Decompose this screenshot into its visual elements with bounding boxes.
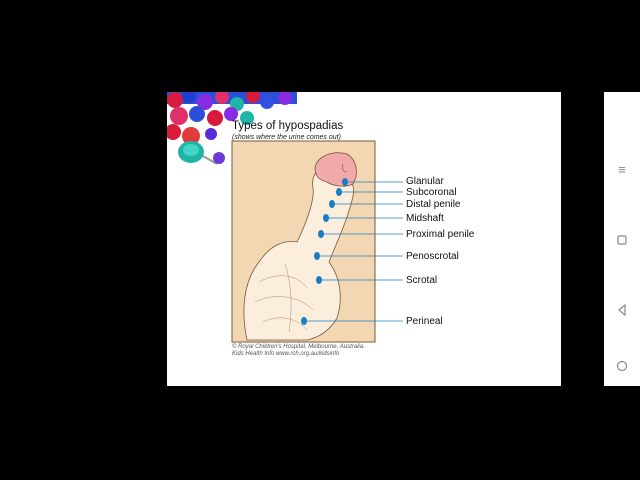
leader-lines (305, 181, 403, 322)
label-proximal-penile: Proximal penile (406, 229, 475, 240)
square-icon[interactable] (614, 232, 630, 248)
label-distal-penile: Distal penile (406, 199, 461, 210)
label-midshaft: Midshaft (406, 213, 444, 224)
back-triangle-icon[interactable] (614, 302, 630, 318)
urine-opening-dots (301, 178, 348, 325)
navigation-panel: ≡ (604, 92, 640, 386)
dot-subcoronal (336, 188, 342, 196)
credit-line-1: © Royal Children's Hospital, Melbourne, … (232, 344, 365, 350)
label-scrotal: Scrotal (406, 275, 438, 286)
label-subcoronal: Subcoronal (406, 187, 457, 198)
slide-title: Types of hypospadias (232, 120, 344, 132)
dot-distal-penile (329, 200, 335, 208)
slide-subtitle: (shows where the urine comes out) (232, 134, 341, 141)
home-circle-icon[interactable] (614, 358, 630, 374)
glans (314, 152, 357, 187)
credit-line-2: Kids Health Info www.rch.org.au/kidsinfo (232, 351, 340, 357)
dot-scrotal (316, 276, 322, 284)
menu-icon[interactable]: ≡ (618, 162, 626, 177)
dot-perineal (301, 317, 307, 325)
label-perineal: Perineal (406, 316, 443, 327)
push-pins-image (167, 92, 297, 165)
label-glanular: Glanular (406, 176, 444, 187)
dot-proximal-penile (318, 230, 324, 238)
hypospadias-diagram (167, 92, 403, 343)
label-penoscrotal: Penoscrotal (406, 251, 459, 262)
slide: Types of hypospadias (shows where the ur… (167, 92, 561, 386)
dot-penoscrotal (314, 252, 320, 260)
dot-midshaft (323, 214, 329, 222)
dot-glanular (342, 178, 348, 186)
